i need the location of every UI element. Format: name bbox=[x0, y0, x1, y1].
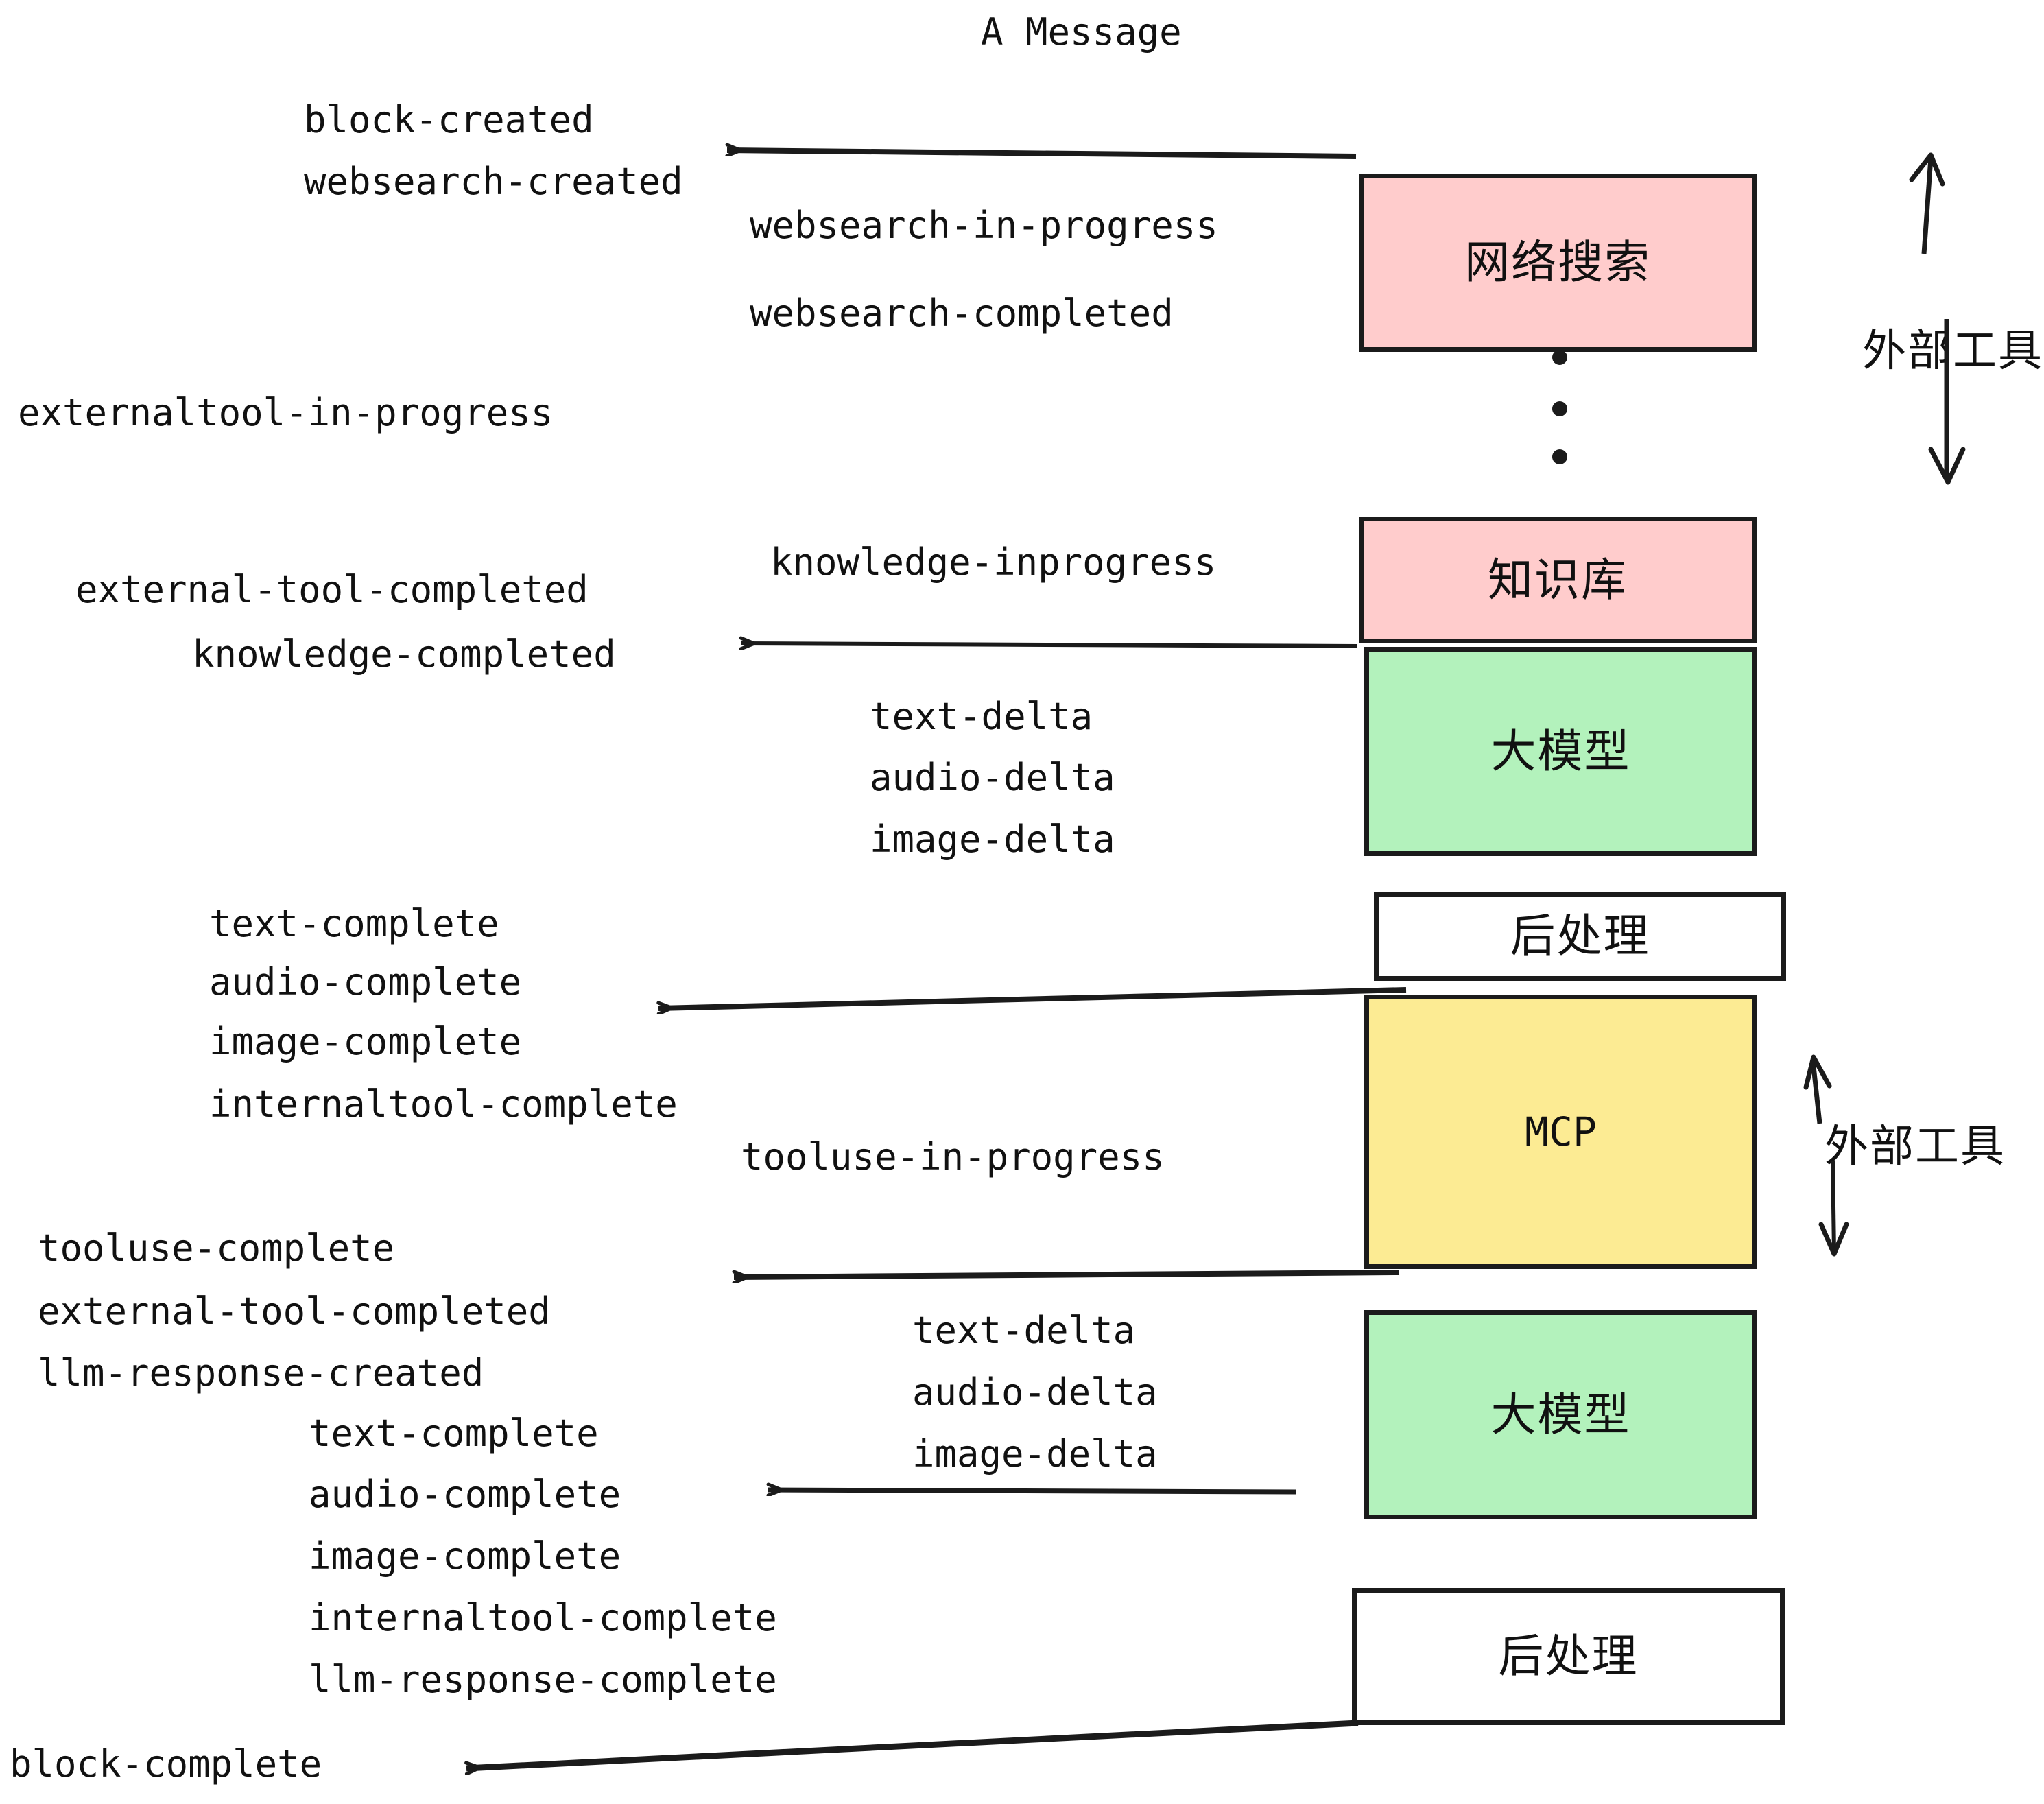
arrow-mcp-to-tooluse-complete bbox=[734, 1270, 1400, 1277]
event-label-image-complete-2: image-complete bbox=[309, 1534, 621, 1578]
node-label-mcp: MCP bbox=[1525, 1108, 1597, 1155]
arrow-knowledge-to-knowledge-completed bbox=[741, 643, 1357, 646]
event-label-websearch-completed: websearch-completed bbox=[750, 292, 1174, 335]
event-label-audio-delta-2: audio-delta bbox=[912, 1370, 1158, 1414]
side-label-external-tools-bottom: 外部工具 bbox=[1825, 1121, 2006, 1172]
event-label-llm-response-complete: llm-response-complete bbox=[309, 1658, 777, 1701]
event-label-text-complete-2: text-complete bbox=[309, 1412, 599, 1455]
node-box-websearch: 网络搜索 bbox=[1359, 174, 1757, 352]
bracket-arrow-down-bottom bbox=[1831, 1160, 1836, 1253]
event-label-external-tool-completed-1: external-tool-completed bbox=[75, 568, 589, 611]
event-label-image-delta-1: image-delta bbox=[870, 818, 1115, 861]
node-label-websearch: 网络搜索 bbox=[1464, 236, 1651, 289]
event-label-websearch-in-progress: websearch-in-progress bbox=[750, 204, 1218, 247]
event-label-image-complete-1: image-complete bbox=[209, 1020, 522, 1063]
arrow-postprocess1-to-image-complete bbox=[658, 987, 1407, 1008]
event-label-websearch-created: websearch-created bbox=[304, 160, 683, 203]
node-box-knowledge: 知识库 bbox=[1359, 517, 1757, 643]
side-label-external-tools-top: 外部工具 bbox=[1862, 326, 2043, 377]
bracket-arrowhead-down-top bbox=[1928, 447, 1966, 485]
event-label-block-created: block-created bbox=[304, 98, 594, 141]
event-label-internaltool-complete-2: internaltool-complete bbox=[309, 1596, 777, 1639]
event-label-audio-complete-2: audio-complete bbox=[309, 1473, 621, 1516]
event-label-external-tool-completed-2: external-tool-completed bbox=[38, 1290, 551, 1333]
event-label-text-complete-1: text-complete bbox=[209, 902, 499, 945]
ellipsis-dot bbox=[1552, 350, 1567, 365]
bracket-arrow-up-top bbox=[1921, 157, 1934, 254]
arrow-postprocess2-to-block-complete bbox=[466, 1720, 1359, 1768]
event-label-llm-response-created: llm-response-created bbox=[38, 1351, 484, 1394]
node-label-knowledge: 知识库 bbox=[1488, 553, 1628, 606]
ellipsis-dot bbox=[1552, 449, 1567, 464]
arrow-websearch-to-block-created bbox=[727, 150, 1357, 159]
page-title: A Message bbox=[981, 10, 1182, 54]
event-label-block-complete: block-complete bbox=[10, 1742, 322, 1785]
event-label-image-delta-2: image-delta bbox=[912, 1432, 1158, 1475]
node-label-llm-2: 大模型 bbox=[1490, 1388, 1631, 1441]
node-box-llm-2: 大模型 bbox=[1364, 1310, 1757, 1519]
event-label-tooluse-in-progress: tooluse-in-progress bbox=[741, 1135, 1165, 1178]
arrow-llm2-to-audio-complete bbox=[768, 1490, 1297, 1492]
node-label-postprocess-1: 后处理 bbox=[1510, 910, 1650, 962]
bracket-arrow-up-bottom bbox=[1810, 1059, 1822, 1124]
event-label-audio-delta-1: audio-delta bbox=[870, 756, 1115, 799]
node-label-llm-1: 大模型 bbox=[1490, 724, 1631, 778]
node-label-postprocess-2: 后处理 bbox=[1498, 1630, 1639, 1683]
ellipsis-dot bbox=[1552, 401, 1567, 416]
node-box-mcp: MCP bbox=[1364, 995, 1757, 1269]
node-box-llm-1: 大模型 bbox=[1364, 647, 1757, 856]
node-box-postprocess-1: 后处理 bbox=[1374, 892, 1786, 981]
event-label-externaltool-in-progress: externaltool-in-progress bbox=[18, 391, 554, 434]
event-label-text-delta-1: text-delta bbox=[870, 695, 1093, 738]
bracket-arrowhead-down-bottom bbox=[1818, 1222, 1849, 1257]
event-label-audio-complete-1: audio-complete bbox=[209, 960, 522, 1004]
bracket-arrowhead-up-bottom bbox=[1803, 1054, 1832, 1090]
event-label-internaltool-complete-1: internaltool-complete bbox=[209, 1082, 678, 1126]
bracket-arrowhead-up-top bbox=[1909, 152, 1945, 187]
event-label-knowledge-completed: knowledge-completed bbox=[192, 632, 616, 676]
event-label-text-delta-2: text-delta bbox=[912, 1309, 1136, 1352]
node-box-postprocess-2: 后处理 bbox=[1352, 1588, 1785, 1725]
event-label-tooluse-complete: tooluse-complete bbox=[38, 1226, 395, 1270]
event-label-knowledge-inprogress: knowledge-inprogress bbox=[770, 541, 1217, 584]
